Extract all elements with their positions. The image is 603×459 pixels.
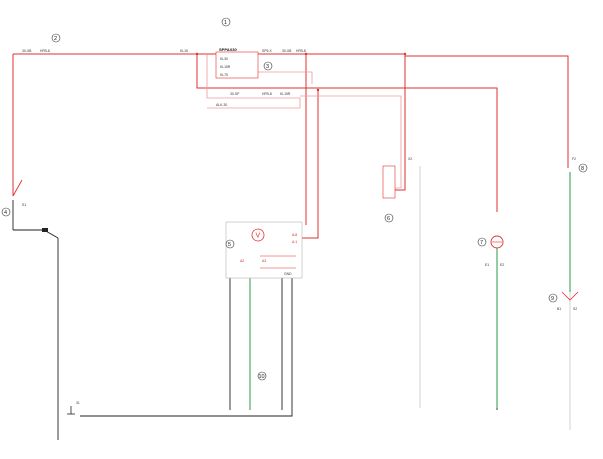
callout-2[interactable]: 2 — [51, 33, 61, 43]
wire-ground-bus[interactable] — [80, 278, 293, 417]
callout-8[interactable]: 8 — [578, 163, 588, 173]
callout-9[interactable]: 9 — [548, 293, 558, 303]
wire-main-bus[interactable] — [13, 53, 406, 191]
svg-text:2: 2 — [54, 36, 57, 42]
svg-text:9: 9 — [551, 296, 554, 302]
module-v-label: V — [256, 233, 261, 240]
label-mid-b: SP5-X — [262, 49, 273, 53]
callout-10[interactable]: 10 — [257, 371, 267, 381]
connector-box — [382, 165, 396, 199]
wire-right-feed[interactable] — [405, 55, 569, 168]
left-switch-out — [13, 229, 59, 239]
svg-text:4: 4 — [4, 210, 7, 216]
label-left-a: 30-XB — [22, 49, 32, 53]
wire-pink-loop[interactable] — [206, 54, 301, 109]
module-left-label: A2 — [240, 259, 244, 263]
callout-7[interactable]: 7 — [477, 237, 487, 247]
ground-wires — [57, 238, 498, 440]
switch-sub3: KL75 — [220, 73, 228, 77]
switch-sub2: KL15R — [220, 65, 231, 69]
junction-dots — [195, 52, 407, 92]
label-left-b: HFB-8 — [40, 49, 50, 53]
callout-5[interactable]: 5 — [225, 239, 235, 249]
ground-label: 31 — [76, 401, 80, 405]
ignition-switch[interactable]: SPPAX30 KL30 KL15R KL75 — [215, 47, 259, 79]
lamp-right-label: E2 — [500, 263, 504, 267]
wire-pink-right[interactable] — [300, 95, 402, 189]
svg-text:6: 6 — [387, 216, 390, 222]
label-bus3: ALK-30 — [216, 103, 227, 107]
label-bus2-b: HFB-8 — [262, 92, 272, 96]
svg-text:10: 10 — [259, 374, 265, 380]
sensor-right-label: S2 — [573, 307, 577, 311]
module-bottom-label: GND — [284, 272, 292, 276]
ignition-switch-box — [215, 51, 259, 79]
lamp[interactable]: E1 E2 — [485, 235, 504, 267]
green-wires — [249, 172, 571, 410]
right-top-label: F2 — [572, 157, 576, 161]
label-bus2-c: KL15R — [280, 92, 291, 96]
svg-text:5: 5 — [228, 242, 231, 248]
left-switch-contact — [42, 228, 48, 232]
left-switch[interactable]: S1 — [12, 179, 59, 239]
label-right-b: HFB-8 — [296, 49, 306, 53]
sensor-left-label: B1 — [557, 307, 561, 311]
callout-6[interactable]: 6 — [384, 213, 394, 223]
right-sensor[interactable]: B1 S2 F2 — [557, 157, 579, 311]
left-switch-lever — [12, 179, 23, 197]
left-switch-label: S1 — [22, 203, 26, 207]
red-wires — [12, 53, 569, 239]
connector-block[interactable]: X2 — [382, 157, 412, 199]
svg-text:3: 3 — [266, 64, 269, 70]
callout-1[interactable]: 1 — [221, 17, 231, 27]
switch-sub1: KL30 — [220, 57, 228, 61]
lamp-left-label: E1 — [485, 263, 489, 267]
svg-text:1: 1 — [224, 20, 227, 26]
label-bus2-a: 30-SP — [230, 92, 240, 96]
connector-label: X2 — [408, 157, 412, 161]
callouts: 1 2 3 4 5 6 7 8 — [1, 17, 588, 381]
svg-text:7: 7 — [480, 240, 483, 246]
control-module-box — [225, 221, 303, 279]
switch-title: SPPAX30 — [219, 47, 237, 52]
module-pins-b: A:1 — [292, 240, 297, 244]
callout-4[interactable]: 4 — [1, 207, 11, 217]
wire-module-feed-b[interactable] — [292, 90, 319, 239]
sensor-symbol — [561, 291, 579, 301]
label-right-a: 30-XB — [282, 49, 292, 53]
wire-lamp-feed[interactable] — [196, 54, 498, 212]
svg-text:8: 8 — [581, 166, 584, 172]
label-mid-a: KL15 — [180, 49, 188, 53]
module-right-label: A3 — [262, 259, 266, 263]
module-voltmeter-icon — [251, 228, 265, 242]
control-module[interactable]: V A:8 A:1 A2 A3 GND — [225, 221, 303, 279]
module-pins-a: A:8 — [292, 233, 297, 237]
callout-3[interactable]: 3 — [263, 61, 273, 71]
ground-symbol: 31 — [67, 401, 80, 415]
